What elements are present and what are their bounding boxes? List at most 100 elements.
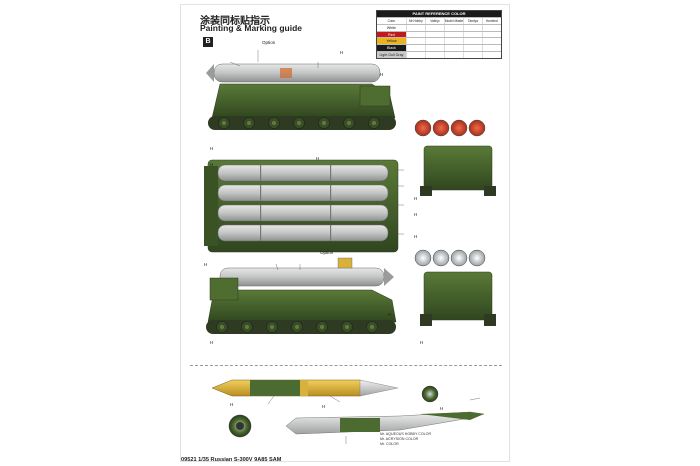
wheel-hub [222, 121, 226, 125]
paint-callout: H [316, 156, 323, 161]
paint-code-cell [424, 45, 444, 51]
leader-line [329, 395, 341, 403]
paint-callout: H [204, 262, 211, 267]
missile-2 [285, 385, 485, 435]
section-divider [190, 365, 502, 366]
paint-callout-prefix: H [414, 234, 418, 239]
tube-band [260, 205, 262, 221]
paint-code-cell [462, 45, 482, 51]
kit-footer: 09521 1/35 Russian S-300V 9A85 SAM [181, 457, 282, 463]
wheel-hub [295, 325, 299, 329]
paint-callout: H [210, 146, 217, 151]
leader-line [275, 263, 279, 271]
paint-callout-prefix: H [210, 146, 214, 151]
missile-tubes-top [217, 164, 389, 242]
part-number-leaders [229, 50, 481, 444]
tube-cap [414, 249, 432, 267]
paint-reference-row: White [377, 23, 501, 31]
leader-line [229, 61, 241, 67]
color-swatch-name: White [377, 24, 406, 31]
paint-code-cell [443, 38, 463, 45]
paint-reference-row: Yellow [377, 37, 501, 45]
wheel-hub [297, 121, 301, 125]
wheel-hub [272, 121, 276, 125]
paint-code-cell [443, 31, 463, 38]
road-wheels-1 [218, 117, 380, 129]
paint-code-cell [462, 51, 482, 58]
color-swatch-name: Light Gull Gray [377, 51, 406, 58]
paint-callout: H [380, 72, 387, 77]
paint-code-cell [481, 51, 501, 58]
paint-reference-title: PAINT REFERENCE COLOR [377, 11, 501, 17]
paint-callout: H [322, 404, 329, 409]
paint-callout: H [388, 312, 395, 317]
col-header: Model Master [443, 18, 463, 24]
paint-callout: H [440, 406, 447, 411]
paint-legend: Mr. AQUEOUS HOBBY COLOR Mr. ACRYSION COL… [380, 432, 431, 447]
wheel-hub [322, 121, 326, 125]
paint-reference-row: Red [377, 30, 501, 38]
paint-callout-prefix: H [440, 406, 444, 411]
color-swatch-name: Red [377, 31, 406, 38]
legend-line: Mr. ACRYSION COLOR [380, 437, 419, 441]
missile-tube [217, 184, 389, 202]
paint-code-cell [481, 38, 501, 45]
wheel-hub [320, 325, 324, 329]
paint-code-cell [443, 51, 463, 58]
legend-line: Mr. COLOR [380, 442, 399, 446]
paint-code-cell [462, 38, 482, 45]
missile-tube [217, 224, 389, 242]
col-header: Humbrol [481, 18, 501, 24]
paint-reference-table: PAINT REFERENCE COLOR Color Mr.Hobby Val… [376, 10, 502, 59]
paint-code-cell [405, 31, 425, 38]
page-title-en: Painting & Marking guide [200, 23, 303, 33]
tube-cap [450, 119, 468, 137]
rear-view-1 [414, 119, 496, 196]
paint-reference-row: Black [377, 44, 501, 51]
col-header: Tamiya [462, 18, 482, 24]
paint-callout-prefix: H [414, 212, 418, 217]
col-header: Mr.Hobby [405, 18, 425, 24]
paint-callout-prefix: H [420, 340, 424, 345]
section-badge: B [203, 37, 213, 47]
paint-reference-row: Light Gull Gray [377, 50, 501, 58]
road-wheels-2 [216, 321, 378, 333]
paint-callout: H [414, 234, 421, 239]
tube-cap [468, 249, 486, 267]
wheel-hub [347, 121, 351, 125]
vehicle-top-view [204, 159, 399, 253]
paint-code-cell [462, 24, 482, 31]
paint-callout-prefix: H [322, 404, 326, 409]
option-label: Option [262, 40, 276, 45]
paint-callout-prefix: H [340, 50, 344, 55]
tube-cap [450, 249, 468, 267]
paint-callout-prefix: H [204, 262, 208, 267]
tube-band [330, 205, 332, 221]
paint-callout-prefix: H [230, 402, 234, 407]
vehicle-side-view-2 [206, 257, 397, 334]
paint-code-cell [424, 24, 444, 31]
paint-code-cell [424, 51, 444, 58]
tube-band [330, 225, 332, 241]
missile-1 [211, 379, 399, 438]
paint-callout: H [414, 212, 421, 217]
col-header: Color [387, 19, 396, 23]
legend-line: Mr. AQUEOUS HOBBY COLOR [380, 432, 432, 436]
paint-code-cell [462, 31, 482, 38]
paint-code-cell [481, 24, 501, 31]
missile-tube [217, 164, 389, 182]
option-label: Option [320, 250, 334, 255]
paint-callout: H [210, 340, 217, 345]
col-header: Vallejo [424, 18, 444, 24]
wheel-hub [247, 121, 251, 125]
paint-callout: H [230, 402, 237, 407]
wheel-hub [270, 325, 274, 329]
wheel-hub [245, 325, 249, 329]
paint-callout-prefix: H [388, 312, 392, 317]
paint-code-cell [405, 51, 425, 58]
wheel-hub [372, 121, 376, 125]
paint-callout-prefix: H [210, 162, 214, 167]
wheel-hub [220, 325, 224, 329]
tube-band [260, 165, 262, 181]
